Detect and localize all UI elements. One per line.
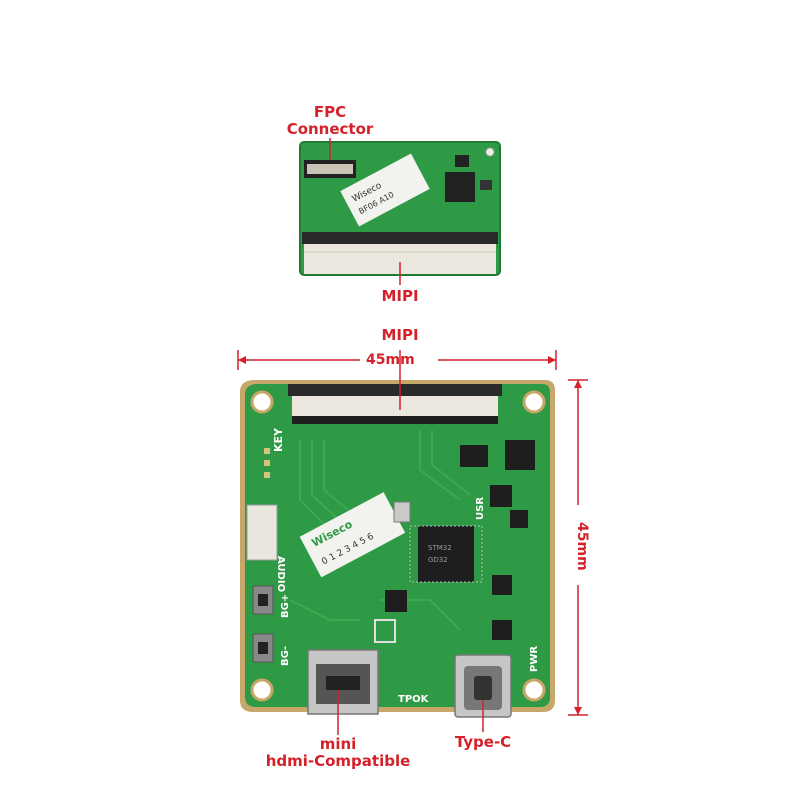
silk-bg-plus: BG+ <box>280 593 291 618</box>
fpc-label-line1: FPC <box>313 103 347 121</box>
svg-text:STM32: STM32 <box>428 544 452 552</box>
svg-text:GD32: GD32 <box>428 556 448 564</box>
silk-usr: USR <box>475 496 486 520</box>
main-driver-board: Wiseco 0 1 2 3 4 5 6 STM32 GD32 <box>240 380 555 718</box>
silk-pwr: PWR <box>529 645 540 672</box>
fpc-label-line2: Connector <box>286 120 374 138</box>
mipi-small-label: MIPI <box>381 287 419 305</box>
height-dimension-label: 45mm <box>574 522 590 571</box>
small-adapter-board: Wiseco BF06 A10 <box>299 141 501 276</box>
mipi-large-label: MIPI <box>381 326 419 344</box>
mini-hdmi-line1: mini <box>319 735 357 753</box>
mini-hdmi-line2: hdmi-Compatible <box>265 752 411 770</box>
annotation-lines <box>237 138 588 735</box>
width-dimension-label: 45mm <box>366 352 415 368</box>
silk-tpok: TPOK <box>398 694 429 705</box>
silk-audio: AUDIO <box>275 556 286 593</box>
typec-label: Type-C <box>454 733 512 751</box>
mini-hdmi-label: mini hdmi-Compatible <box>248 736 428 770</box>
fpc-connector-label: FPC Connector <box>280 104 380 138</box>
silk-bg-minus: BG- <box>280 646 291 666</box>
silk-key: KEY <box>272 427 285 452</box>
